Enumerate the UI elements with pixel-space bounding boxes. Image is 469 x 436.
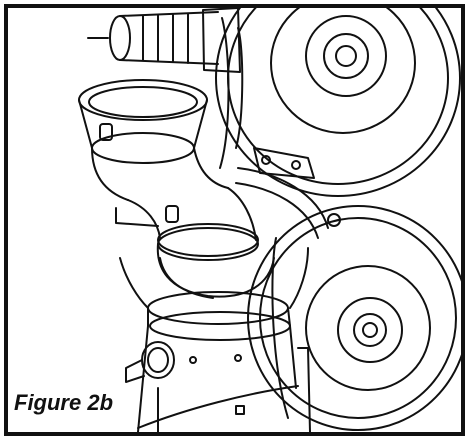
top-shaft-coupling (87, 8, 241, 73)
mechanical-drawing (78, 8, 461, 432)
upper-roller-wheel (215, 8, 461, 197)
side-knob (125, 341, 175, 383)
elbow-pipe (115, 187, 259, 261)
clamp-block (235, 147, 341, 239)
funnel-spout (78, 79, 229, 201)
swivel-housing (119, 243, 309, 341)
lower-body-column (137, 325, 311, 432)
figure-caption: Figure 2b (12, 390, 120, 416)
figure-frame: Figure 2b (4, 4, 465, 436)
